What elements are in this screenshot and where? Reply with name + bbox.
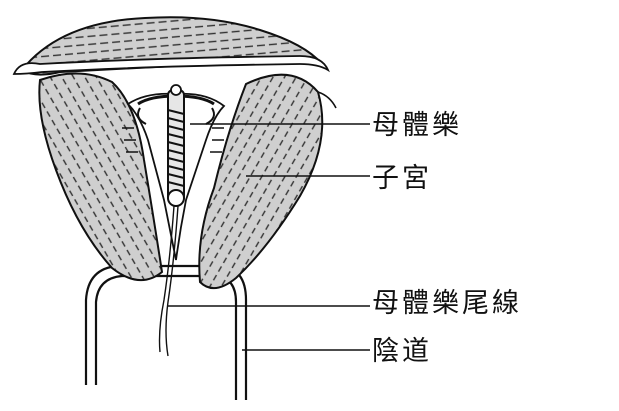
label-vagina: 陰道 [372, 338, 432, 365]
label-iud: 母體樂 [372, 112, 462, 139]
label-uterus: 子宮 [372, 165, 432, 192]
label-iud-string: 母體樂尾線 [372, 290, 522, 317]
uterus-fundus [14, 17, 328, 74]
